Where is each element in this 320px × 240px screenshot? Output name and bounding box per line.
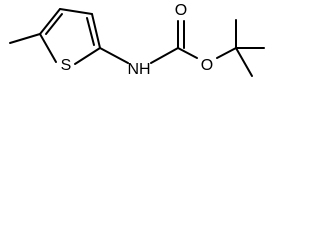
ring-bond-s-c5 bbox=[39, 33, 57, 63]
tert-butyl-methyl-bottom bbox=[235, 47, 253, 77]
ring-bond-c5-c4 bbox=[39, 8, 61, 35]
sulfur-atom-label: S bbox=[61, 57, 72, 74]
carbonyl-to-ether-oxygen-bond bbox=[177, 47, 198, 59]
amine-atom-label: NH bbox=[127, 61, 150, 78]
chemical-structure-diagram: S NH O O bbox=[0, 0, 284, 92]
ring-bond-c5-c4-inner bbox=[45, 13, 63, 35]
ring-to-nh-bond bbox=[99, 47, 129, 64]
ring-bond-c2-s bbox=[74, 47, 101, 65]
ring-bond-c3-c2-inner bbox=[86, 17, 95, 46]
ring-bond-c4-c3 bbox=[59, 8, 93, 15]
ether-oxygen-to-tert-carbon-bond bbox=[216, 47, 237, 59]
ring-bond-c3-c2 bbox=[91, 13, 101, 49]
molecule-svg: S NH O O bbox=[9, 2, 265, 78]
methyl-bond bbox=[9, 33, 41, 44]
nh-to-carbonyl-bond bbox=[150, 47, 179, 64]
carbonyl-oxygen-label: O bbox=[175, 2, 187, 19]
ether-oxygen-label: O bbox=[201, 57, 213, 74]
